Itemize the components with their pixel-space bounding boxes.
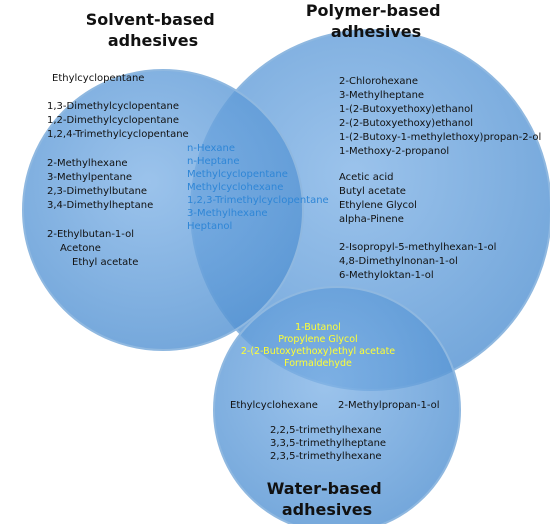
item-label: Acetic acid: [339, 172, 393, 183]
item-label: 2-Isopropyl-5-methylhexan-1-ol: [339, 242, 496, 253]
solvent-polymer-items: n-Hexane n-Heptane Methylcyclopentane Me…: [187, 143, 329, 232]
solvent-items: Ethylcyclopentane 1,3-Dimethylcyclopenta…: [47, 73, 189, 268]
item-label: 1-Methoxy-2-propanol: [339, 146, 449, 157]
item-label: alpha-Pinene: [339, 214, 404, 225]
polymer-title-line-1: Polymer-based: [306, 1, 441, 20]
triple-item-label: Propylene Glycol: [278, 334, 357, 345]
polymer-title: Polymer-based adhesives: [306, 1, 446, 41]
item-label: 3,4-Dimethylheptane: [47, 200, 153, 211]
item-label: 2-(2-Butoxyethoxy)ethanol: [339, 118, 473, 129]
item-label: 2-Methylpropan-1-ol: [338, 400, 440, 411]
item-label: 2-Ethylbutan-1-ol: [47, 229, 134, 240]
item-label: 3,3,5-trimethylheptane: [270, 438, 386, 449]
solvent-title-line-2: adhesives: [108, 31, 198, 50]
item-label: 2,3-Dimethylbutane: [47, 186, 147, 197]
water-items: Ethylcyclohexane 2-Methylpropan-1-ol 2,2…: [230, 400, 440, 462]
triple-item-label: 2-(2-Butoxyethoxy)ethyl acetate: [241, 346, 395, 357]
polymer-title-line-2: adhesives: [331, 22, 421, 41]
polymer-water-items: 1-Butanol Propylene Glycol 2-(2-Butoxyet…: [241, 322, 395, 369]
solvent-title: Solvent-based adhesives: [86, 10, 221, 50]
water-title-line-1: Water-based: [267, 479, 382, 498]
item-label: 2-Methylhexane: [47, 158, 128, 169]
item-label: Ethylcyclohexane: [230, 400, 318, 411]
item-label: 1,3-Dimethylcyclopentane: [47, 101, 179, 112]
overlap-item-label: Methylcyclopentane: [187, 169, 288, 180]
item-label: 1,2,4-Trimethylcyclopentane: [47, 129, 189, 140]
polymer-items: 2-Chlorohexane 3-Methylheptane 1-(2-Buto…: [339, 76, 541, 281]
circles-layer: [22, 29, 550, 524]
water-circle: [213, 286, 461, 524]
item-label: 3-Methylheptane: [339, 90, 424, 101]
solvent-circle: [22, 69, 304, 351]
item-label: 4,8-Dimethylnonan-1-ol: [339, 256, 458, 267]
water-title: Water-based adhesives: [267, 479, 388, 519]
overlap-item-label: n-Heptane: [187, 156, 240, 167]
item-label: Ethyl acetate: [72, 257, 138, 268]
overlap-item-label: 1,2,3-Trimethylcyclopentane: [187, 195, 329, 206]
item-label: 2,3,5-trimethylhexane: [270, 451, 382, 462]
triple-item-label: 1-Butanol: [295, 322, 341, 333]
item-label: Butyl acetate: [339, 186, 406, 197]
item-label: Ethylcyclopentane: [52, 73, 144, 84]
item-label: 6-Methyloktan-1-ol: [339, 270, 434, 281]
water-title-line-2: adhesives: [282, 500, 372, 519]
item-label: 1,2-Dimethylcyclopentane: [47, 115, 179, 126]
item-label: 2,2,5-trimethylhexane: [270, 425, 382, 436]
solvent-title-line-1: Solvent-based: [86, 10, 215, 29]
overlap-item-label: n-Hexane: [187, 143, 235, 154]
item-label: 2-Chlorohexane: [339, 76, 418, 87]
item-label: 3-Methylpentane: [47, 172, 132, 183]
overlap-item-label: 3-Methylhexane: [187, 208, 268, 219]
item-label: 1-(2-Butoxy-1-methylethoxy)propan-2-ol: [339, 132, 541, 143]
overlap-item-label: Methylcyclohexane: [187, 182, 283, 193]
item-label: Ethylene Glycol: [339, 200, 417, 211]
item-label: 1-(2-Butoxyethoxy)ethanol: [339, 104, 473, 115]
triple-item-label: Formaldehyde: [284, 358, 352, 369]
item-label: Acetone: [60, 243, 101, 254]
overlap-item-label: Heptanol: [187, 221, 232, 232]
